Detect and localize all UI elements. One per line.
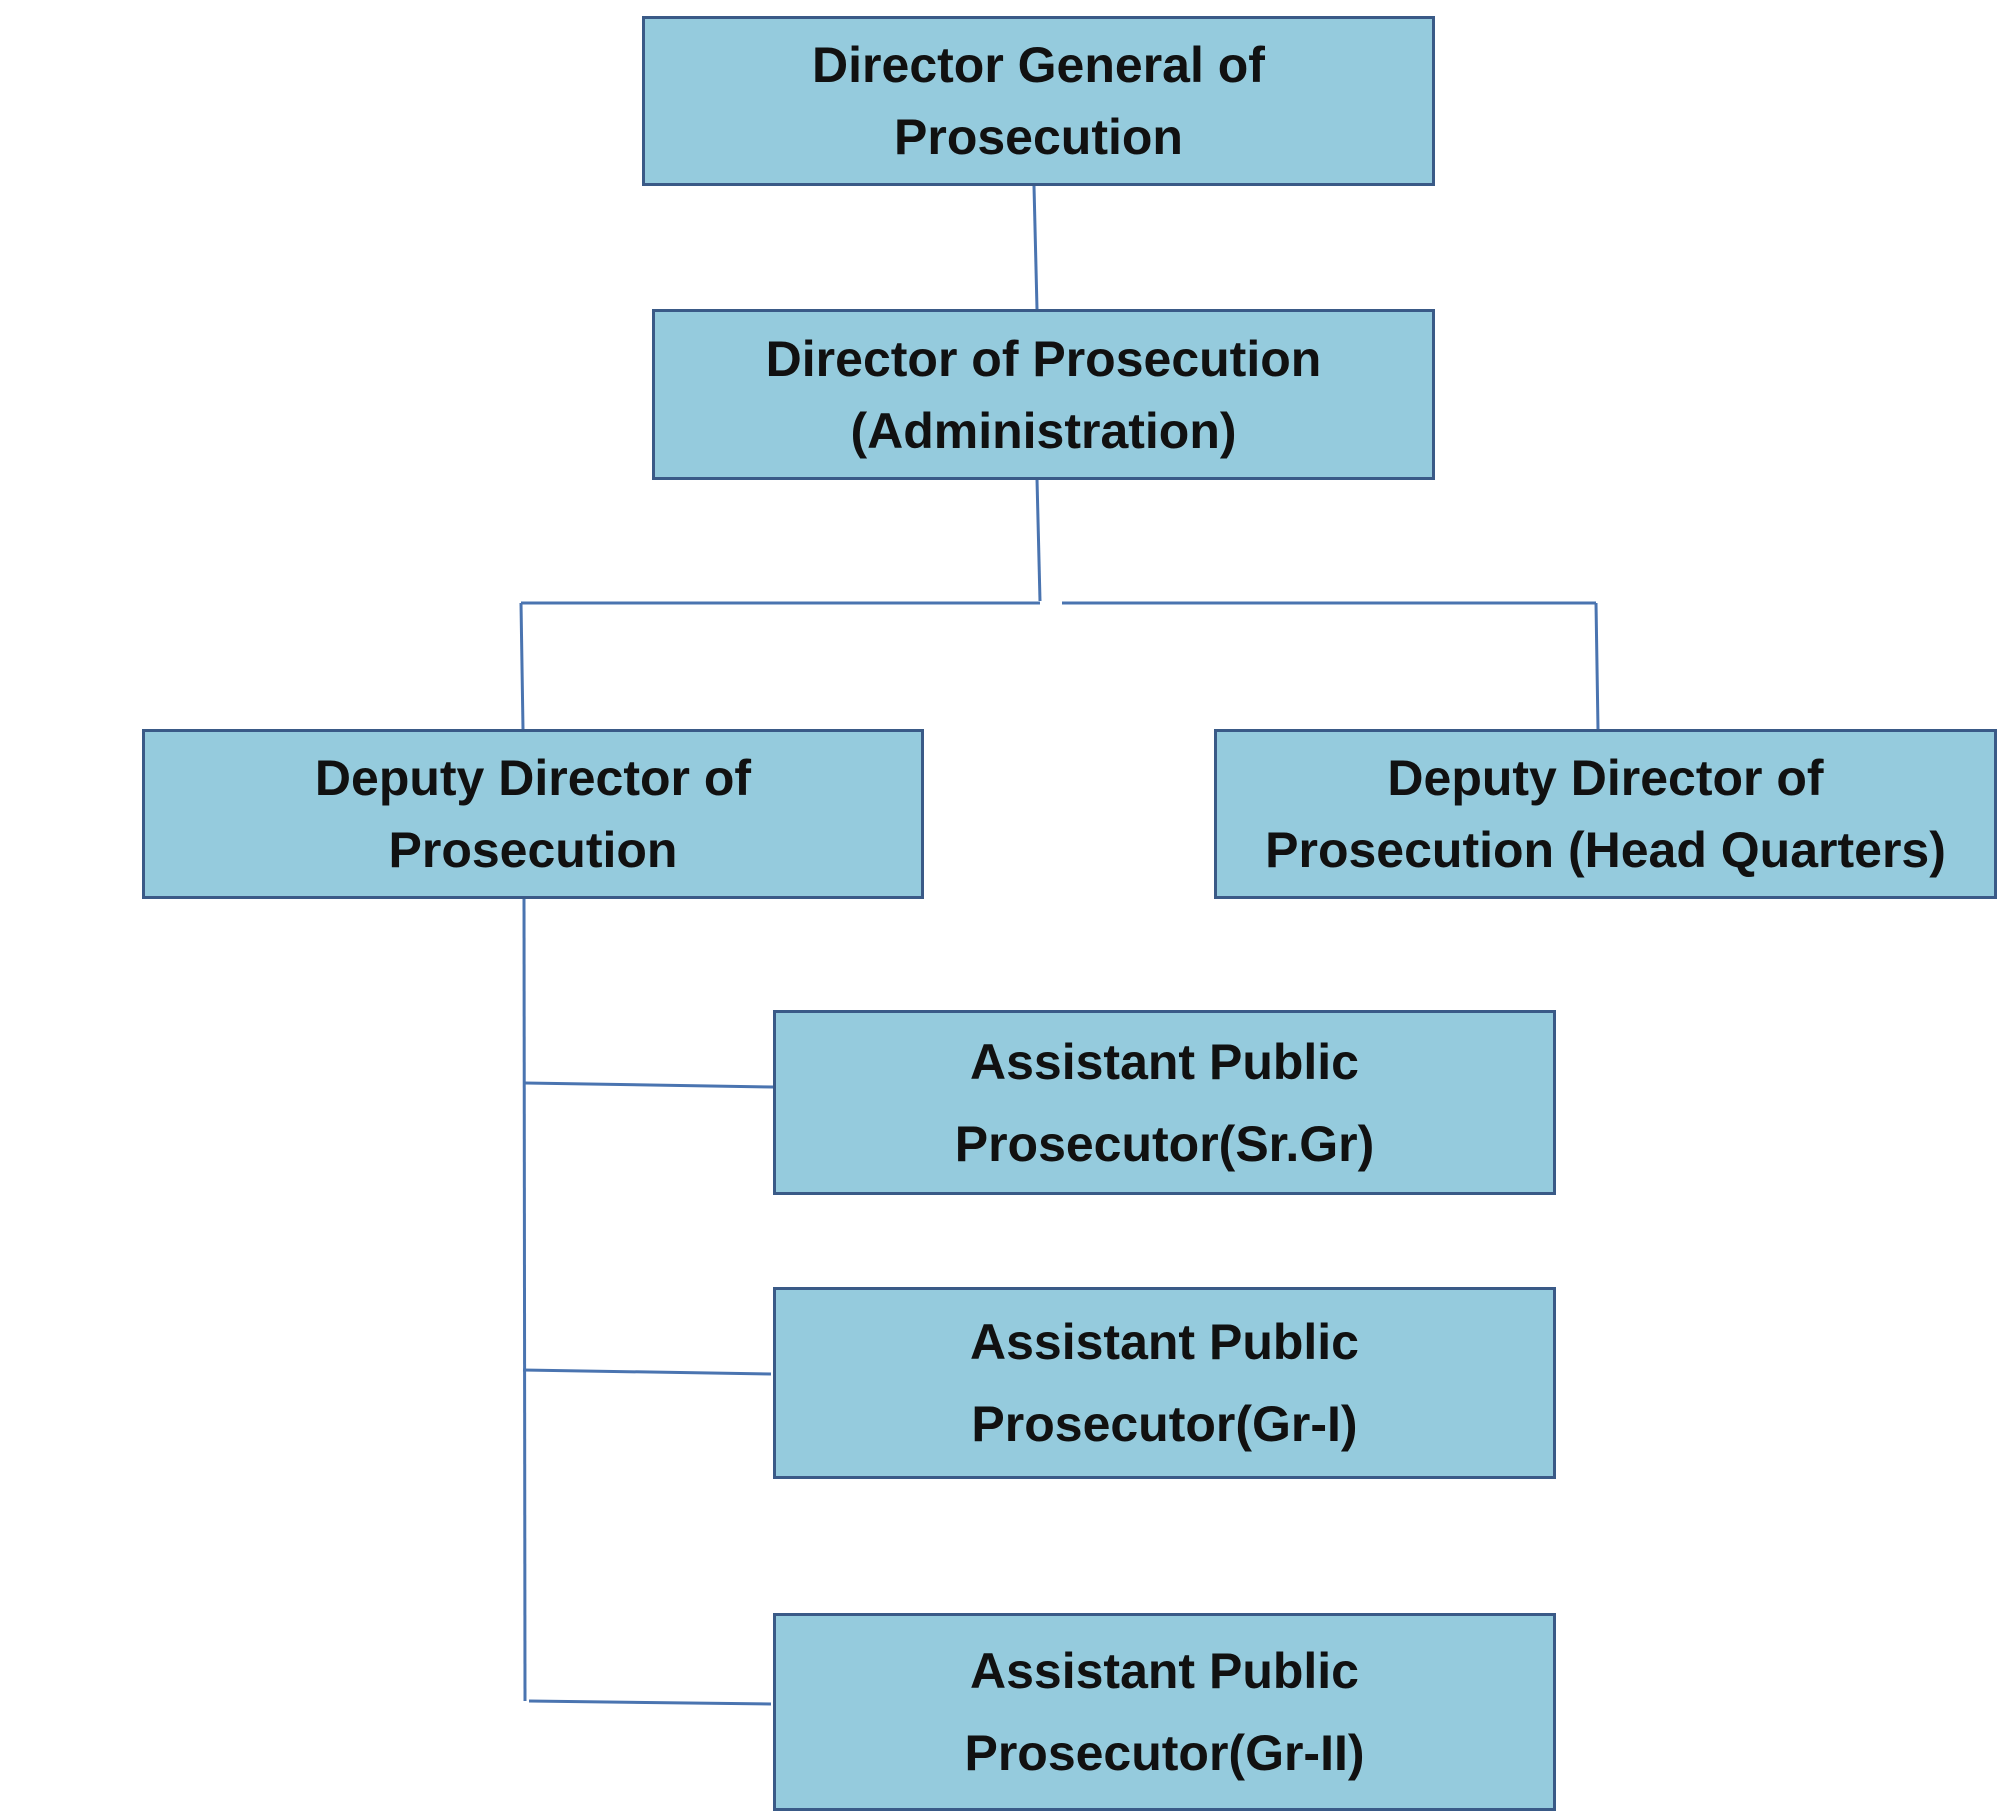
connector-dg-to-director-admin <box>1032 185 1039 310</box>
node-app-gr-2-line2: Prosecutor(Gr-II) <box>964 1725 1365 1781</box>
connector-to-app-gr-1 <box>522 1368 772 1376</box>
node-director-general-line1: Director General of <box>812 37 1265 93</box>
node-app-gr-2-line1: Assistant Public <box>970 1643 1359 1699</box>
node-app-gr-1-line2: Prosecutor(Gr-I) <box>971 1396 1358 1452</box>
connector-deputy-director-trunk <box>522 897 527 1702</box>
node-director-administration-line1: Director of Prosecution <box>765 330 1322 387</box>
node-app-gr-1-line1: Assistant Public <box>970 1314 1359 1370</box>
node-director-administration: Director of Prosecution (Administration) <box>652 309 1435 480</box>
connector-director-admin-down <box>1035 478 1042 602</box>
connector-to-app-gr-2 <box>528 1699 772 1706</box>
connector-to-app-sr-gr <box>524 1081 774 1089</box>
node-director-general-line2: Prosecution <box>894 109 1183 165</box>
node-deputy-director-line2: Prosecution <box>388 822 678 878</box>
node-deputy-director: Deputy Director of Prosecution <box>142 729 924 899</box>
node-app-sr-gr-line1: Assistant Public <box>970 1033 1359 1090</box>
node-app-sr-gr-line2: Prosecutor(Sr.Gr) <box>954 1115 1375 1172</box>
node-deputy-director-hq: Deputy Director of Prosecution (Head Qua… <box>1214 729 1997 899</box>
node-deputy-director-line1: Deputy Director of <box>314 750 752 806</box>
node-app-gr-1: Assistant Public Prosecutor(Gr-I) <box>773 1287 1556 1479</box>
connector-to-deputy-director <box>519 602 525 730</box>
node-app-gr-2: Assistant Public Prosecutor(Gr-II) <box>773 1613 1556 1811</box>
node-director-administration-line2: (Administration) <box>850 402 1237 459</box>
connector-to-deputy-director-hq <box>1594 602 1600 730</box>
node-deputy-director-hq-line2: Prosecution (Head Quarters) <box>1265 822 1946 878</box>
node-director-general: Director General of Prosecution <box>642 16 1435 186</box>
node-deputy-director-hq-line1: Deputy Director of <box>1387 750 1824 806</box>
node-app-sr-gr: Assistant Public Prosecutor(Sr.Gr) <box>773 1010 1556 1195</box>
